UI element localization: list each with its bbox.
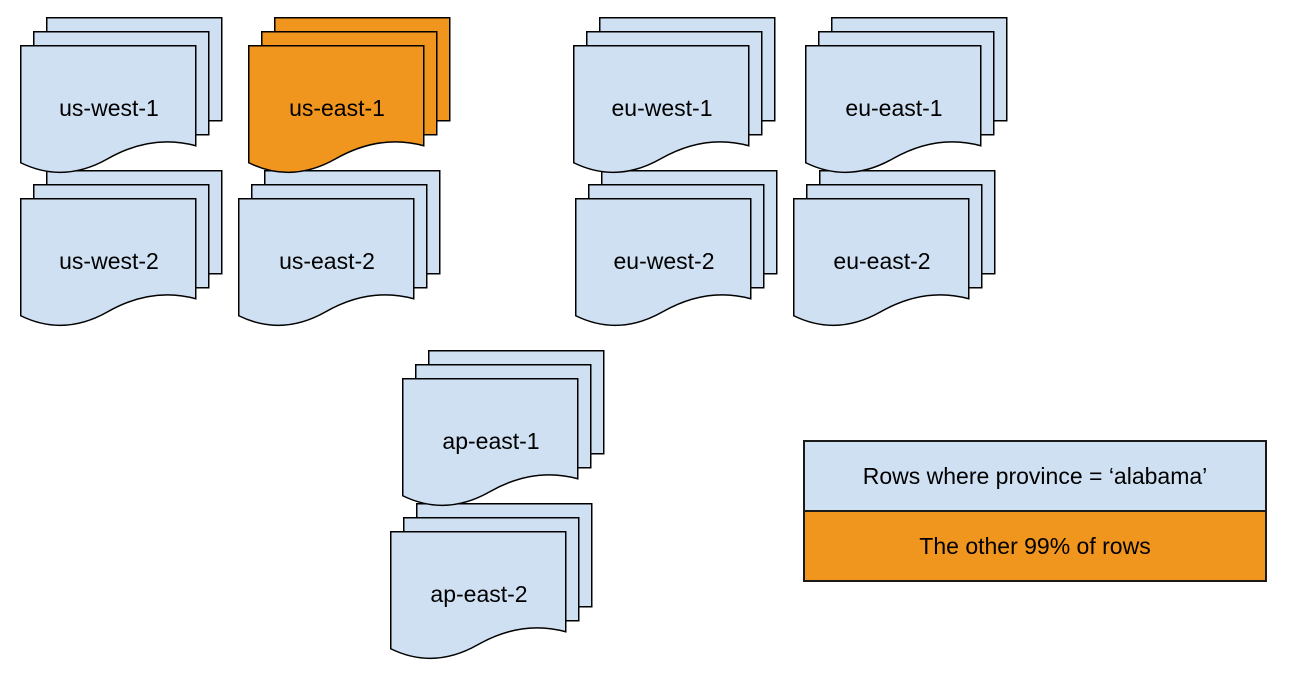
document-stack-icon: [390, 503, 593, 659]
document-stack-icon: [402, 350, 605, 506]
legend-label-alabama-rows: Rows where province = ‘alabama’: [862, 462, 1208, 489]
document-stack-icon: [238, 170, 441, 326]
region-label: eu-west-2: [613, 248, 715, 274]
document-stack-eu-west-1: eu-west-1: [573, 17, 777, 176]
document-stack-icon: [793, 170, 996, 326]
document-stack-us-west-2: us-west-2: [20, 170, 224, 329]
legend: Rows where province = ‘alabama’ The othe…: [803, 440, 1267, 582]
region-label: eu-east-2: [833, 248, 931, 274]
region-label: us-east-1: [289, 95, 385, 121]
document-stack-us-east-1: us-east-1: [248, 17, 452, 176]
region-label: us-west-2: [59, 248, 159, 274]
document-stack-icon: [20, 17, 223, 173]
region-label: eu-west-1: [611, 95, 713, 121]
document-stack-icon: [248, 17, 451, 173]
legend-label-other-rows: The other 99% of rows: [919, 532, 1151, 559]
document-stack-us-east-2: us-east-2: [238, 170, 442, 329]
region-label: ap-east-1: [442, 428, 540, 454]
document-stack-icon: [805, 17, 1008, 173]
document-stack-icon: [575, 170, 778, 326]
document-stack-icon: [20, 170, 223, 326]
legend-item-alabama-rows: Rows where province = ‘alabama’: [805, 442, 1265, 510]
region-label: ap-east-2: [430, 581, 528, 607]
document-stack-eu-east-1: eu-east-1: [805, 17, 1009, 176]
region-label: us-east-2: [279, 248, 375, 274]
document-stack-eu-east-2: eu-east-2: [793, 170, 997, 329]
region-label: eu-east-1: [845, 95, 943, 121]
document-stack-ap-east-2: ap-east-2: [390, 503, 594, 662]
legend-item-other-rows: The other 99% of rows: [805, 510, 1265, 580]
region-label: us-west-1: [59, 95, 159, 121]
document-stack-ap-east-1: ap-east-1: [402, 350, 606, 509]
document-stack-us-west-1: us-west-1: [20, 17, 224, 176]
document-stack-eu-west-2: eu-west-2: [575, 170, 779, 329]
document-stack-icon: [573, 17, 776, 173]
